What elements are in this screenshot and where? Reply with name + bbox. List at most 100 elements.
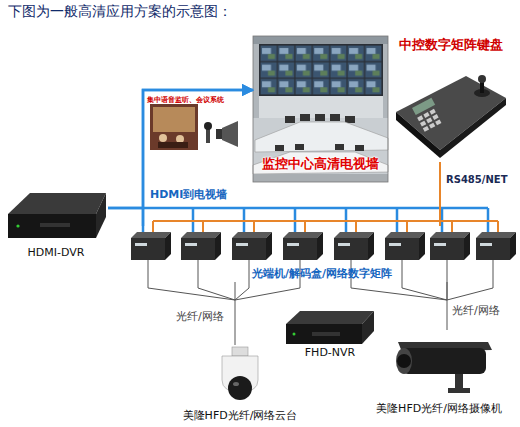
node-text: 集中语音监听、会议系统 [145, 96, 225, 104]
key [423, 126, 429, 132]
unit-front [232, 238, 266, 260]
key [423, 112, 429, 118]
signal-label: RS485/NET [446, 174, 507, 186]
link-label: 光纤/网络 [452, 305, 500, 318]
node-text: 美隆HFD光纤/网络摄像机 [362, 403, 516, 416]
camera-base [448, 388, 470, 393]
rs485-drop-lines [153, 221, 498, 232]
unit-side [317, 232, 323, 260]
unit-side [510, 232, 516, 260]
monitor [285, 116, 295, 123]
dome-camera [222, 347, 258, 400]
speaker-horn [222, 121, 238, 147]
matrix-unit [283, 232, 323, 260]
key [430, 109, 436, 115]
matrix-unit [385, 232, 425, 260]
video-wall-photo [253, 36, 388, 182]
monitor [355, 145, 364, 151]
camera-mount [232, 347, 248, 356]
keyboard-photo [396, 75, 506, 158]
fiber-wires [148, 260, 493, 300]
keyboard-node: 中控数字矩阵键盘 [392, 36, 510, 162]
unit-top [131, 232, 171, 238]
unit-logo [135, 243, 147, 246]
matrix-unit [131, 232, 171, 260]
monitor [295, 144, 304, 150]
screen-frame [259, 44, 383, 96]
console-desk [255, 122, 388, 152]
bullet-camera [396, 342, 492, 393]
unit-side [419, 232, 425, 260]
microphone-head [204, 122, 212, 130]
speaker-body [216, 129, 222, 139]
monitor [345, 116, 355, 123]
led [293, 333, 296, 336]
nvr-device [286, 311, 374, 344]
side-panel [383, 44, 388, 118]
unit-front [385, 238, 419, 260]
camera-dome [228, 376, 252, 400]
camera-mount [455, 374, 463, 388]
rs485-bus-line [153, 220, 498, 222]
device-top [286, 311, 374, 324]
matrix-unit [476, 232, 516, 260]
room-wall [253, 36, 388, 182]
device-front [286, 324, 362, 344]
unit-top [476, 232, 516, 238]
dome-highlight [233, 382, 239, 386]
unit-front [430, 238, 464, 260]
dvr-device [8, 193, 106, 238]
device-top [8, 193, 106, 214]
console-desk [253, 152, 388, 174]
audio-system-photo [150, 104, 238, 150]
unit-logo [236, 243, 248, 246]
device-side [362, 311, 374, 344]
audio-system-node: 集中语音监听、会议系统 [145, 96, 225, 152]
keyboard-display [412, 98, 435, 115]
video-wall-node: 监控中心高清电视墙 [253, 36, 388, 182]
unit-top [232, 232, 272, 238]
device-side [96, 193, 106, 238]
key [417, 115, 423, 121]
unit-logo [287, 243, 299, 246]
link-label: 光纤/网络 [176, 311, 224, 324]
unit-side [368, 232, 374, 260]
lens [397, 354, 411, 368]
front-panel [312, 332, 340, 336]
side-panel [253, 44, 259, 118]
unit-logo [480, 243, 492, 246]
photo-border [253, 36, 388, 182]
signal-label: HDMI到电视墙 [150, 189, 227, 202]
monitor [315, 114, 325, 121]
person [176, 135, 184, 143]
led [16, 224, 19, 227]
key [432, 114, 438, 120]
keyboard-side [440, 98, 506, 158]
node-text: FHD-NVR [282, 347, 378, 360]
joystick-knob [478, 75, 486, 83]
unit-logo [434, 243, 446, 246]
matrix-unit [181, 232, 221, 260]
photo-frame [150, 104, 198, 150]
floor [253, 174, 388, 182]
connector-line [235, 282, 236, 345]
unit-top [334, 232, 374, 238]
monitor [300, 114, 310, 121]
dvr-node: HDMI-DVR [4, 183, 108, 262]
node-text: HDMI-DVR [4, 247, 108, 260]
hdmi-bus-line [108, 207, 488, 210]
unit-top [430, 232, 470, 238]
unit-side [464, 232, 470, 260]
front-panel [40, 223, 70, 227]
monitor [275, 145, 284, 151]
unit-side [266, 232, 272, 260]
unit-logo [185, 243, 197, 246]
node-text: 中控数字矩阵键盘 [392, 38, 510, 53]
connector-line [108, 90, 253, 208]
connector-line [439, 162, 441, 226]
key [435, 119, 441, 125]
